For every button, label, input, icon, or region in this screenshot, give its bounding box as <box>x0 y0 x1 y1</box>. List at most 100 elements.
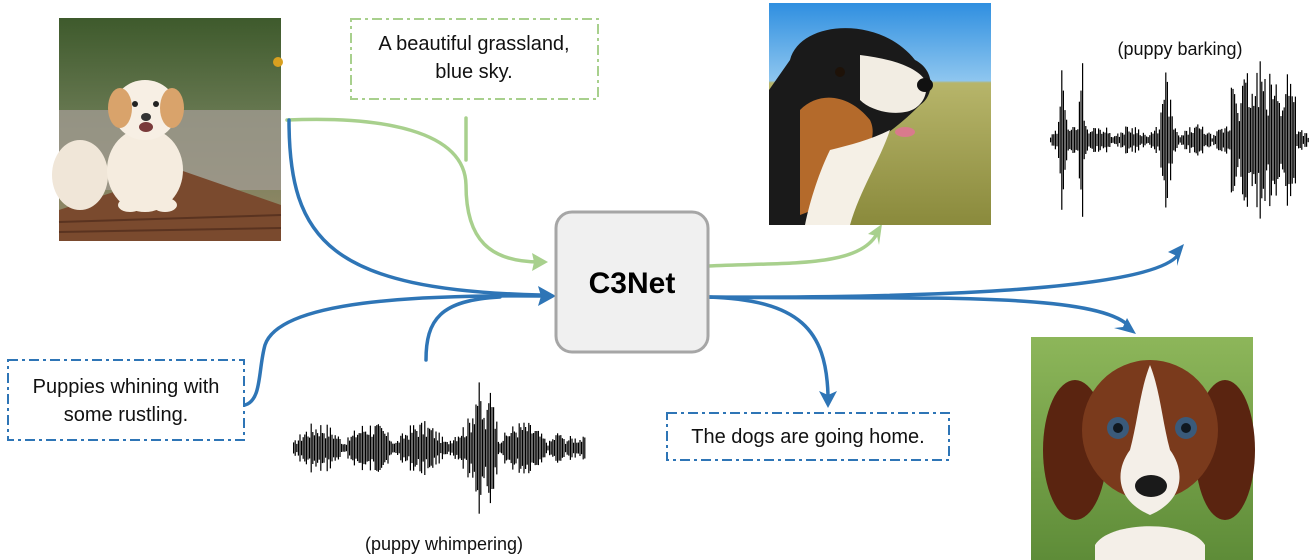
input-wave-bar <box>547 445 549 451</box>
output-wave-bar <box>1190 132 1192 148</box>
green-arrowheads <box>532 224 882 271</box>
output-wave-bar <box>1218 129 1220 151</box>
output-wave-bar <box>1056 133 1058 147</box>
output-wave-bar <box>1061 70 1063 210</box>
output-wave-bar <box>1133 134 1135 146</box>
output-wave-bar <box>1269 73 1271 207</box>
input-wave-bar <box>497 441 499 455</box>
input-wave-bar <box>294 440 296 456</box>
output-wave-bar <box>1128 131 1130 149</box>
input-wave-bar <box>581 441 583 455</box>
input-wave-bar <box>475 404 477 492</box>
input-wave-bar <box>539 436 541 460</box>
input-wave-bar <box>304 434 306 462</box>
input-wave-bar <box>309 437 311 459</box>
input-wave-bar <box>557 433 559 463</box>
output-wave-bar <box>1126 126 1128 153</box>
input-wave-bar <box>473 424 475 472</box>
c3net-label: C3Net <box>589 267 676 300</box>
output-wave-bar <box>1274 95 1276 185</box>
input-wave-bar <box>491 407 493 489</box>
output-wave-bar <box>1173 129 1175 151</box>
output-wave-bar <box>1235 103 1237 177</box>
output-wave-bar <box>1285 94 1287 186</box>
input-wave-bar <box>374 426 376 470</box>
input-wave-bar <box>429 428 431 468</box>
input-text-whining-line2: some rustling. <box>64 404 189 426</box>
input-wave-bar <box>385 436 387 460</box>
input-wave-bar <box>489 392 491 504</box>
input-wave-bar <box>512 426 514 470</box>
input-wave-bar <box>411 432 413 464</box>
output-text-box: The dogs are going home. <box>666 412 950 461</box>
output-wave-bar <box>1149 135 1151 145</box>
output-wave-bar <box>1130 132 1132 148</box>
input-wave-bar <box>430 430 432 466</box>
output-wave-bar <box>1075 130 1077 150</box>
input-wave-bar <box>470 432 472 464</box>
input-wave-bar <box>315 429 317 467</box>
input-wave-bar <box>318 436 320 460</box>
green-path-center-to-image <box>706 230 880 268</box>
output-wave-bar <box>1104 132 1106 148</box>
input-wave-bar <box>326 424 328 472</box>
input-wave-bar <box>534 431 536 466</box>
input-wave-bar <box>321 433 323 464</box>
input-wave-bar <box>433 438 435 458</box>
input-wave-bar <box>357 434 359 462</box>
output-wave-bar <box>1134 127 1136 153</box>
output-wave-bar <box>1200 129 1202 151</box>
output-wave-bar <box>1198 128 1200 152</box>
green-arrowhead-output-image <box>868 224 882 245</box>
input-wave-bar <box>387 432 389 464</box>
input-wave-bar <box>573 442 575 454</box>
input-image-puppy <box>52 18 283 241</box>
input-wave-bar <box>353 430 355 466</box>
input-text-grassland-box: A beautiful grassland, blue sky. <box>350 18 599 100</box>
output-wave-bar <box>1246 73 1248 207</box>
input-wave-bar <box>545 442 547 454</box>
input-wave-bar <box>465 436 467 460</box>
input-wave-bar <box>369 425 371 471</box>
output-wave-bar <box>1160 112 1162 168</box>
output-wave-bar <box>1189 127 1191 153</box>
input-wave-bar <box>509 436 511 460</box>
output-wave-bar <box>1059 106 1061 174</box>
output-wave-bar <box>1182 135 1184 145</box>
input-wave-bar <box>528 422 530 474</box>
output-wave-bar <box>1251 93 1253 187</box>
blue-arrowhead-output-audio <box>1168 244 1184 266</box>
input-wave-bar <box>496 421 498 475</box>
input-wave-bar <box>523 422 525 474</box>
output-wave-bar <box>1214 135 1216 145</box>
output-wave-bar <box>1278 103 1280 177</box>
input-wave-bar <box>510 433 512 464</box>
input-wave-bar <box>480 401 482 495</box>
input-wave-bar <box>531 433 533 463</box>
blue-path-image-to-center <box>287 118 542 297</box>
input-wave-bar <box>435 431 437 465</box>
output-wave-bar <box>1058 121 1060 158</box>
input-wave-bar <box>467 418 469 478</box>
output-wave-bar <box>1096 133 1098 147</box>
output-wave-bar <box>1139 135 1141 145</box>
output-wave-bar <box>1266 109 1268 171</box>
output-wave-bar <box>1064 110 1066 170</box>
input-wave-bar <box>368 434 370 462</box>
input-wave-bar <box>501 442 503 454</box>
input-wave-bar <box>565 443 567 453</box>
input-wave-bar <box>459 437 461 459</box>
input-wave-bar <box>373 434 375 462</box>
output-wave-bar <box>1254 96 1256 184</box>
input-wave-bar <box>504 432 506 464</box>
input-wave-bar <box>376 425 378 471</box>
output-wave-bar <box>1131 128 1133 152</box>
output-wave-bar <box>1174 128 1176 152</box>
output-wave-bar <box>1080 90 1082 190</box>
output-wave-bar <box>1168 116 1170 164</box>
input-wave-bar <box>577 442 579 454</box>
input-wave-bar <box>336 438 338 458</box>
output-wave-bar <box>1230 87 1232 193</box>
output-wave-bar <box>1243 79 1245 201</box>
